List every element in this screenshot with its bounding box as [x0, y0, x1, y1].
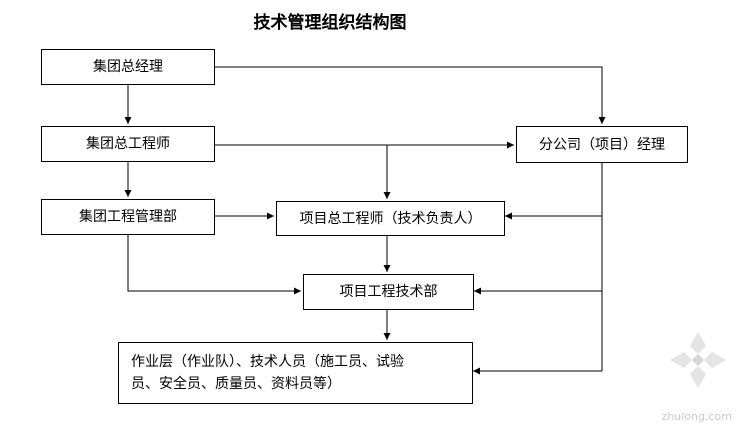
arrow-dept-to-tech-dept — [127, 235, 301, 295]
work-layer-line-1: 作业层（作业队）、技术人员（施工员、试验 — [131, 354, 404, 370]
node-group-eng-mgmt-dept: 集团工程管理部 — [41, 199, 215, 235]
watermark-logo-icon — [670, 332, 726, 388]
arrow-gm-to-branch — [215, 66, 606, 124]
node-work-layer: 作业层（作业队）、技术人员（施工员、试验 员、安全员、质量员、资料员等） — [118, 342, 473, 404]
node-project-eng-tech-dept: 项目工程技术部 — [303, 274, 474, 310]
page-title: 技术管理组织结构图 — [253, 13, 407, 33]
node-group-chief-engineer: 集团总工程师 — [41, 126, 215, 162]
watermark-text: zhulong.com — [661, 410, 732, 423]
node-branch-manager: 分公司（项目）经理 — [516, 126, 688, 163]
node-group-general-manager: 集团总经理 — [41, 49, 215, 85]
node-project-chief-engineer: 项目总工程师（技术负责人） — [276, 201, 505, 236]
work-layer-line-2: 员、安全员、质量员、资料员等） — [131, 376, 341, 392]
